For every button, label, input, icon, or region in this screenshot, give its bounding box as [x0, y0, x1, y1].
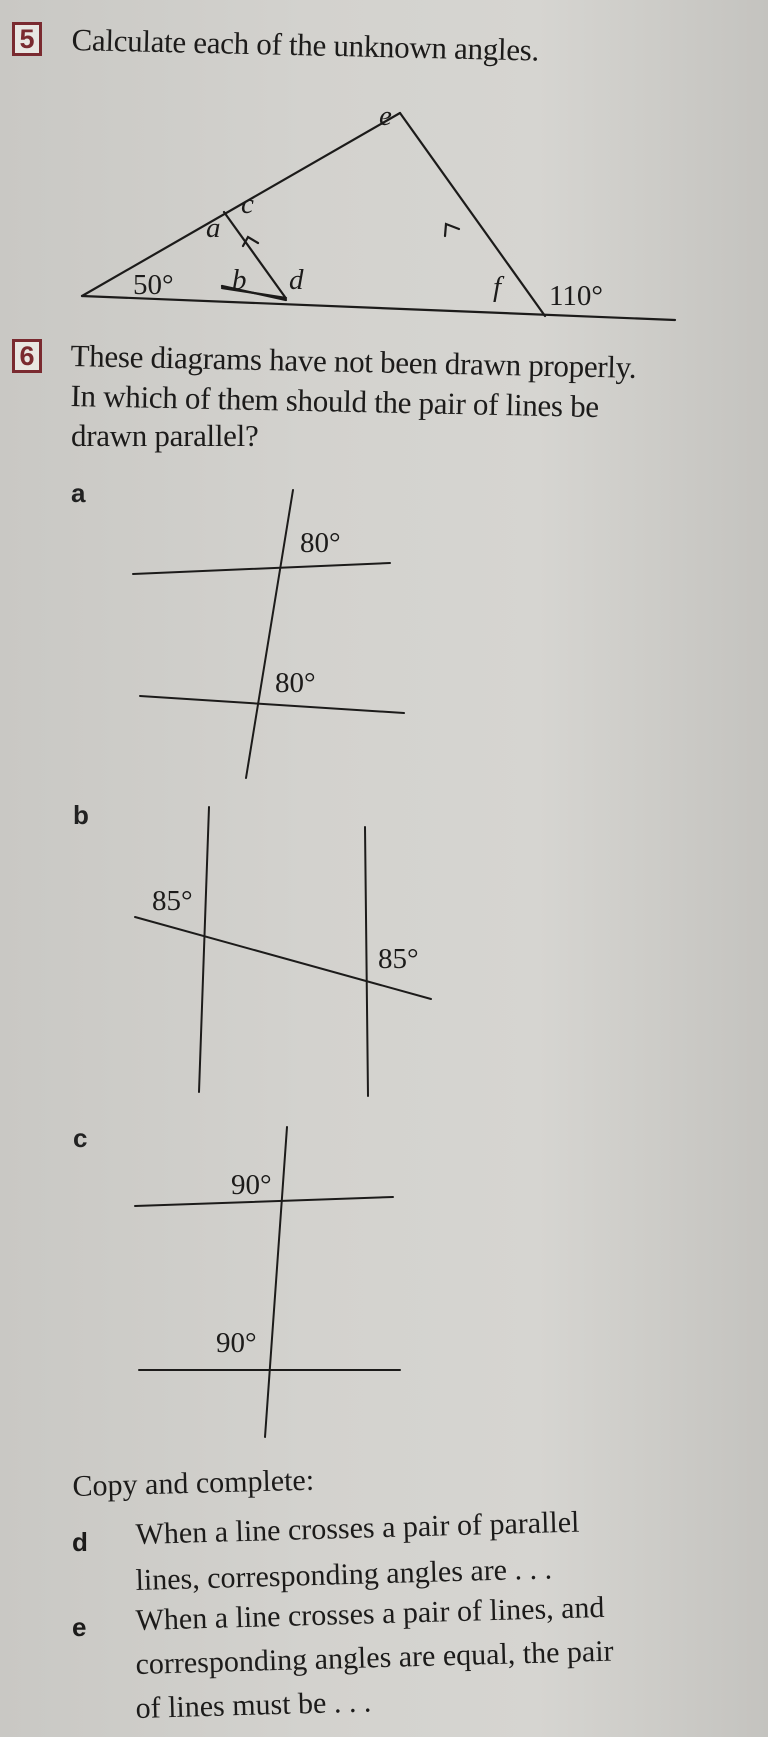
item-e-line-3: of lines must be . . . — [135, 1685, 372, 1725]
question-number-5: 5 — [12, 22, 42, 56]
given-angle-110: 110° — [549, 280, 603, 312]
angle-labels: a c b d e f 50° 110° — [133, 100, 603, 312]
item-d-label: d — [72, 1527, 88, 1557]
diagram-b-angle-left: 85° — [152, 885, 193, 917]
angle-c-label: c — [241, 188, 254, 220]
diagram-b-angle-right: 85° — [378, 943, 419, 975]
diagram-a-angle-top: 80° — [300, 527, 341, 559]
question-number-text: 6 — [19, 340, 35, 371]
question-number-text: 5 — [19, 23, 35, 54]
part-c-label: c — [73, 1123, 88, 1153]
diagram-a-angle-bottom: 80° — [275, 667, 316, 699]
diagram-b: 85° 85° — [134, 806, 432, 1097]
diagram-c-angle-bottom: 90° — [216, 1327, 257, 1359]
question-6-prompt-line-3: drawn parallel? — [71, 418, 259, 453]
part-b-label: b — [73, 800, 89, 830]
part-a-label: a — [71, 478, 86, 508]
item-e-label: e — [72, 1612, 87, 1642]
given-angle-50: 50° — [133, 269, 174, 301]
angle-a-label: a — [206, 212, 221, 244]
diagram-c-angle-top: 90° — [231, 1169, 272, 1201]
angle-b-label: b — [232, 264, 247, 296]
diagram-c: 90° 90° — [134, 1126, 401, 1438]
copy-complete-heading: Copy and complete: — [72, 1463, 315, 1503]
angle-e-label: e — [379, 100, 392, 132]
question-number-6: 6 — [12, 339, 42, 373]
angle-d-label: d — [289, 264, 304, 296]
item-d-line-1: When a line crosses a pair of parallel — [135, 1505, 580, 1551]
diagram-a: 80° 80° — [132, 489, 405, 779]
triangle-diagram: a c b d e f 50° 110° — [80, 100, 677, 322]
